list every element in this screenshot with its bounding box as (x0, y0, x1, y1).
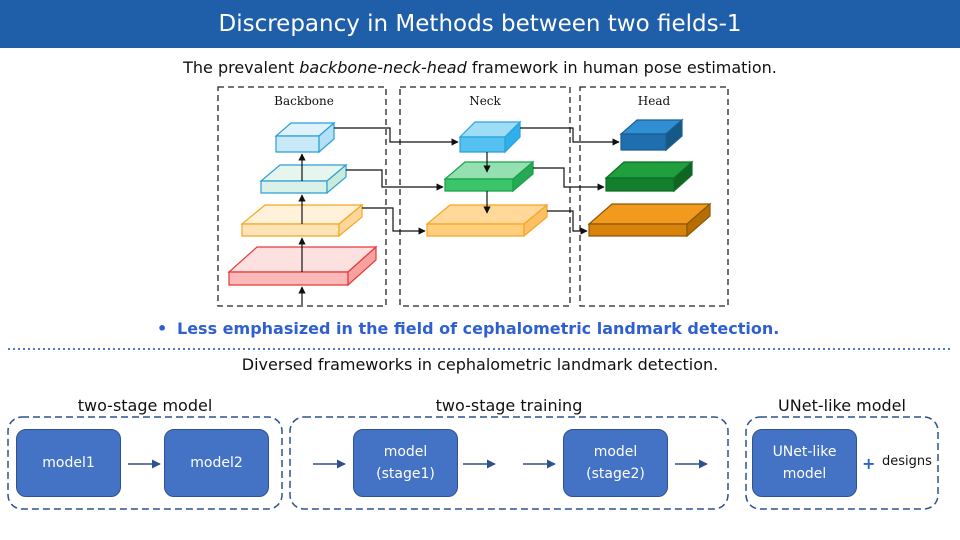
neck-panel (399, 86, 571, 307)
plus-icon: + (862, 454, 876, 473)
model2-box: model2 (164, 429, 269, 497)
top-caption-emphasis: backbone-neck-head (299, 58, 467, 77)
title-bar: Discrepancy in Methods between two field… (0, 0, 960, 48)
group-label-two-stage-model: two-stage model (77, 396, 213, 415)
top-caption-pre: The prevalent (183, 58, 300, 77)
model-stage1-box: model (stage1) (353, 429, 458, 497)
group-unet-like-frame (745, 416, 939, 510)
group-label-unet-like-model: UNet-like model (778, 396, 906, 415)
model1-box: model1 (16, 429, 121, 497)
top-caption: The prevalent backbone-neck-head framewo… (0, 58, 960, 77)
designs-label: designs (882, 454, 932, 469)
top-caption-post: framework in human pose estimation. (466, 58, 777, 77)
backbone-label: Backbone (274, 94, 334, 108)
bottom-caption: Diversed frameworks in cephalometric lan… (241, 355, 719, 374)
neck-label: Neck (469, 94, 501, 108)
bullet-note: • Less emphasized in the field of cephalo… (157, 319, 779, 338)
head-layer-top (619, 118, 684, 152)
model-stage2-box: model (stage2) (563, 429, 668, 497)
neck-layer-top (458, 120, 522, 154)
group-two-stage-model-frame (7, 416, 283, 510)
group-two-stage-training-frame (289, 416, 729, 510)
head-layer-mid (604, 160, 694, 193)
bullet-dot: • (157, 319, 168, 338)
group-label-two-stage-training: two-stage training (435, 396, 583, 415)
head-layer-bottom (587, 202, 712, 238)
backbone-layer-4 (274, 121, 336, 154)
neck-layer-mid (443, 160, 535, 193)
backbone-layer-3 (259, 163, 348, 195)
head-panel (579, 86, 729, 307)
head-label: Head (638, 94, 671, 108)
slide-title: Discrepancy in Methods between two field… (218, 11, 742, 37)
backbone-panel (217, 86, 387, 307)
unet-like-model-box: UNet-like model (752, 429, 857, 497)
bullet-text: Less emphasized in the field of cephalom… (177, 319, 780, 338)
neck-layer-bottom (425, 203, 549, 238)
